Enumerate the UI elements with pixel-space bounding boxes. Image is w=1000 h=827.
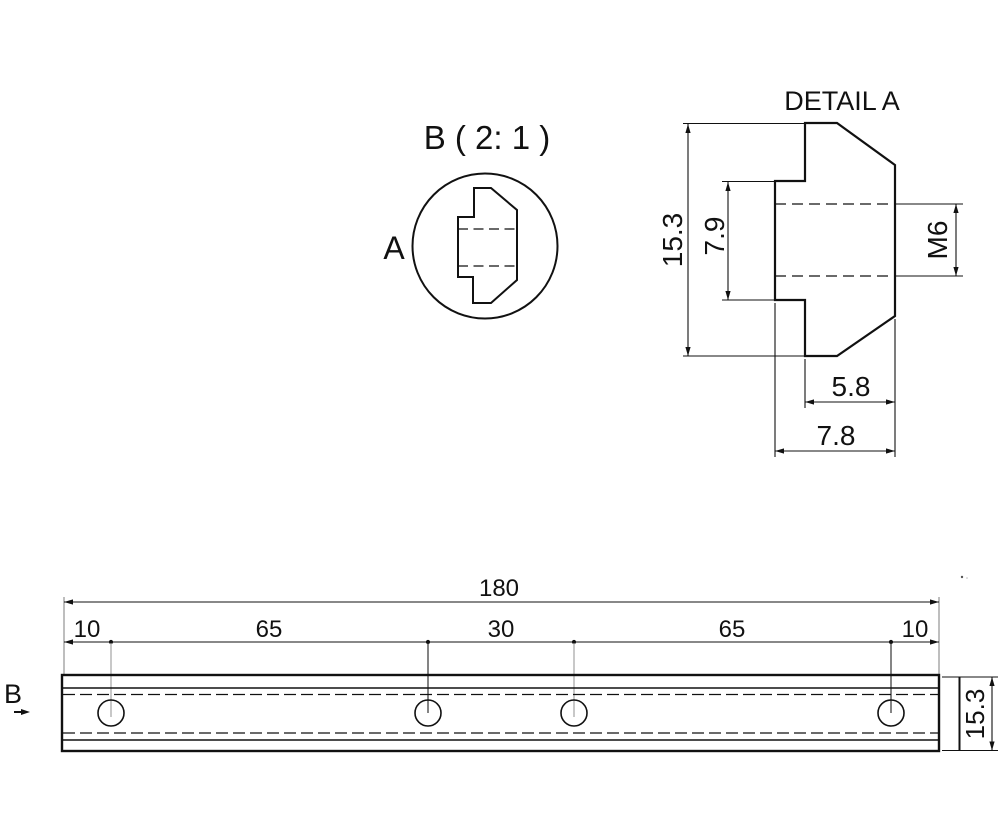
- arrow-down-icon: [953, 267, 959, 276]
- detail-a-title: DETAIL A: [784, 86, 900, 116]
- dimension-dot: [425, 639, 431, 645]
- arrow-down-icon: [989, 741, 995, 751]
- arrow-right-icon: [886, 448, 895, 454]
- arrow-down-icon: [725, 291, 731, 300]
- dim-thread-m6: M6: [896, 203, 963, 277]
- arrow-up-icon: [989, 677, 995, 686]
- dim-base-width-7-8: 7.8: [774, 303, 895, 457]
- dim-total-180: 180: [63, 575, 940, 674]
- dim-center-label: 30: [488, 616, 515, 643]
- arrow-left-icon: [805, 399, 814, 405]
- dim-slot-width-label: 5.8: [832, 371, 871, 402]
- dim-base-width-label: 7.8: [817, 420, 856, 451]
- arrow-down-icon: [685, 347, 691, 356]
- dimension-dot: [888, 639, 894, 645]
- dim-slot-depth-label: 7.9: [699, 217, 730, 256]
- dim-height-15-3: 15.3: [657, 122, 806, 357]
- mounting-hole: [560, 699, 588, 727]
- dimension-dot: [571, 639, 577, 645]
- dimension-dot: [108, 639, 114, 645]
- mounting-hole: [97, 699, 125, 727]
- dim-right-end-label: 10: [902, 616, 929, 643]
- arrow-right-icon: [886, 399, 895, 405]
- dim-rail-height-label: 15.3: [960, 689, 990, 740]
- stray-dot: [966, 577, 968, 579]
- arrow-up-icon: [725, 182, 731, 191]
- arrow-left-icon: [64, 639, 73, 645]
- arrow-head: [21, 709, 30, 715]
- view-b-title: B ( 2: 1 ): [424, 119, 551, 156]
- stray-dot: [960, 575, 964, 579]
- detail-a-profile: [773, 121, 897, 358]
- dim-slot-depth-7-9: 7.9: [699, 180, 776, 301]
- dim-left-end-label: 10: [74, 616, 101, 643]
- arrow-up-icon: [953, 204, 959, 213]
- rail-cross-section-profile: [457, 187, 518, 304]
- dim-right-span-label: 65: [719, 616, 746, 643]
- mounting-hole: [414, 699, 442, 727]
- detail-a-view: DETAIL A 15.3 7.9: [657, 86, 963, 457]
- dim-chain-holes: 10 65 30 65 10: [64, 616, 939, 645]
- dim-height-label: 15.3: [657, 213, 688, 268]
- mounting-hole: [877, 699, 905, 727]
- detail-boundary-circle: [411, 172, 559, 320]
- dim-slot-width-5-8: 5.8: [804, 319, 896, 457]
- arrow-right-icon: [930, 639, 939, 645]
- side-view: B 180 10 65 30 65 10: [4, 575, 998, 753]
- dim-left-span-label: 65: [256, 616, 283, 643]
- section-a-label: A: [383, 230, 405, 266]
- dim-total-label: 180: [479, 575, 519, 602]
- dim-rail-height-15-3: 15.3: [942, 676, 998, 752]
- view-b: B ( 2: 1 ) A: [383, 119, 559, 320]
- view-b-direction-label: B: [4, 679, 22, 709]
- rail-outline: [60, 673, 941, 753]
- dim-thread-label: M6: [922, 221, 953, 260]
- view-direction-arrow-icon: [14, 709, 30, 715]
- arrow-left-icon: [64, 599, 73, 605]
- arrow-right-icon: [930, 599, 939, 605]
- arrow-up-icon: [685, 124, 691, 133]
- arrow-left-icon: [775, 448, 784, 454]
